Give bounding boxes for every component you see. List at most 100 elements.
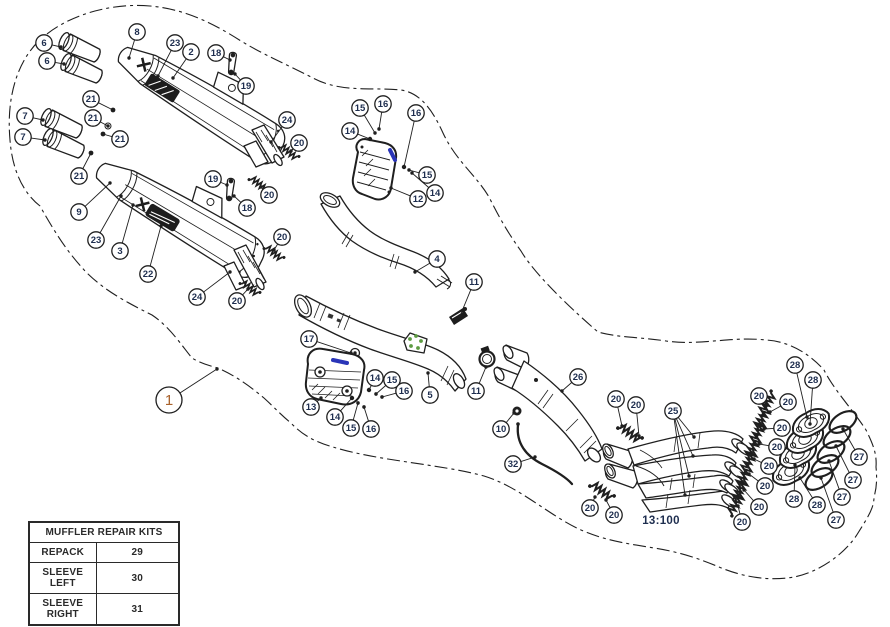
callout-3: 3	[111, 203, 135, 260]
callout-20: 20	[604, 498, 623, 524]
table-row: SLEEVE RIGHT 31	[28, 593, 180, 626]
kit-number: 31	[95, 593, 180, 626]
callout-20: 20	[627, 396, 645, 438]
drawing-scale-label: 13:100	[642, 515, 680, 527]
callout-20: 20	[742, 488, 768, 516]
kit-number: 29	[95, 542, 180, 563]
callout-15: 15	[374, 371, 401, 396]
callout-11: 11	[458, 273, 483, 318]
svg-text:18: 18	[211, 48, 222, 59]
callout-14: 14	[366, 369, 384, 392]
callout-20: 20	[762, 419, 791, 437]
svg-text:9: 9	[76, 207, 81, 218]
svg-text:20: 20	[737, 517, 748, 528]
part-heat-shield-12	[351, 138, 398, 201]
callout-28: 28	[804, 371, 822, 426]
callout-9: 9	[70, 181, 112, 221]
part-link-pipe-5	[293, 294, 467, 392]
svg-text:20: 20	[585, 503, 596, 514]
callout-15: 15	[342, 401, 360, 437]
callout-26: 26	[560, 368, 587, 393]
callout-28: 28	[785, 463, 803, 508]
table-row: SLEEVE LEFT 30	[28, 562, 180, 594]
svg-text:20: 20	[611, 394, 622, 405]
svg-text:21: 21	[86, 94, 97, 105]
callout-23: 23	[156, 34, 184, 78]
svg-text:22: 22	[143, 269, 154, 280]
svg-text:16: 16	[411, 108, 422, 119]
svg-text:24: 24	[192, 292, 203, 303]
svg-text:1: 1	[165, 392, 173, 409]
table-row: REPACK 29	[28, 542, 180, 563]
callout-6: 6	[35, 34, 63, 52]
callout-1: 1	[155, 367, 219, 414]
callout-12: 12	[389, 186, 427, 208]
callout-20: 20	[272, 228, 291, 252]
part-header-collector-25	[602, 430, 752, 513]
callout-20: 20	[747, 472, 774, 495]
callout-32: 32	[504, 455, 537, 473]
part-band-32	[516, 422, 574, 486]
callout-28: 28	[798, 476, 826, 514]
svg-text:18: 18	[242, 203, 253, 214]
part-coil-springs-27	[804, 410, 858, 491]
svg-text:16: 16	[366, 424, 377, 435]
callout-11: 11	[467, 365, 488, 400]
callout-19: 19	[204, 170, 229, 188]
callout-23: 23	[87, 194, 123, 249]
callout-7: 7	[14, 128, 47, 146]
svg-text:27: 27	[854, 452, 865, 463]
svg-text:28: 28	[790, 360, 801, 371]
kit-number: 30	[95, 562, 180, 594]
kit-label: REPACK	[28, 542, 97, 563]
svg-text:7: 7	[22, 111, 27, 122]
svg-text:14: 14	[370, 373, 381, 384]
callout-20: 20	[289, 134, 308, 153]
svg-text:21: 21	[88, 113, 99, 124]
svg-text:20: 20	[754, 502, 765, 513]
svg-text:20: 20	[232, 296, 243, 307]
callout-15: 15	[351, 99, 377, 135]
svg-text:14: 14	[330, 412, 341, 423]
svg-text:15: 15	[387, 375, 398, 386]
svg-text:6: 6	[44, 56, 49, 67]
svg-text:20: 20	[760, 481, 771, 492]
svg-text:28: 28	[812, 500, 823, 511]
svg-text:14: 14	[345, 126, 356, 137]
svg-text:3: 3	[117, 246, 122, 257]
callout-7: 7	[16, 107, 45, 125]
svg-text:20: 20	[772, 442, 783, 453]
svg-text:11: 11	[469, 277, 480, 288]
svg-text:14: 14	[430, 188, 441, 199]
callout-27: 27	[834, 444, 862, 489]
callout-20: 20	[752, 457, 778, 475]
svg-text:10: 10	[496, 424, 507, 435]
callout-20: 20	[607, 390, 625, 428]
kit-boundary-outline	[8, 4, 878, 580]
svg-text:20: 20	[764, 461, 775, 472]
callout-5: 5	[421, 371, 439, 404]
callout-14: 14	[341, 122, 372, 141]
callout-16: 16	[402, 104, 425, 169]
callout-14: 14	[326, 396, 354, 426]
callout-21: 21	[82, 90, 115, 112]
callout-10: 10	[492, 411, 516, 438]
svg-text:27: 27	[831, 515, 842, 526]
callout-16: 16	[380, 382, 413, 400]
callout-20: 20	[768, 393, 797, 414]
callout-21: 21	[101, 130, 129, 148]
callout-4: 4	[413, 250, 446, 274]
svg-text:6: 6	[41, 38, 46, 49]
svg-text:25: 25	[668, 406, 679, 417]
part-heat-shield-13	[304, 347, 366, 406]
callout-6: 6	[38, 52, 66, 70]
callout-13: 13	[302, 396, 323, 416]
callout-20: 20	[750, 387, 768, 406]
callout-22: 22	[139, 224, 163, 283]
callout-18: 18	[207, 44, 232, 62]
svg-text:32: 32	[508, 459, 519, 470]
part-clamp-11-lower	[478, 345, 496, 368]
callout-20: 20	[259, 185, 278, 204]
